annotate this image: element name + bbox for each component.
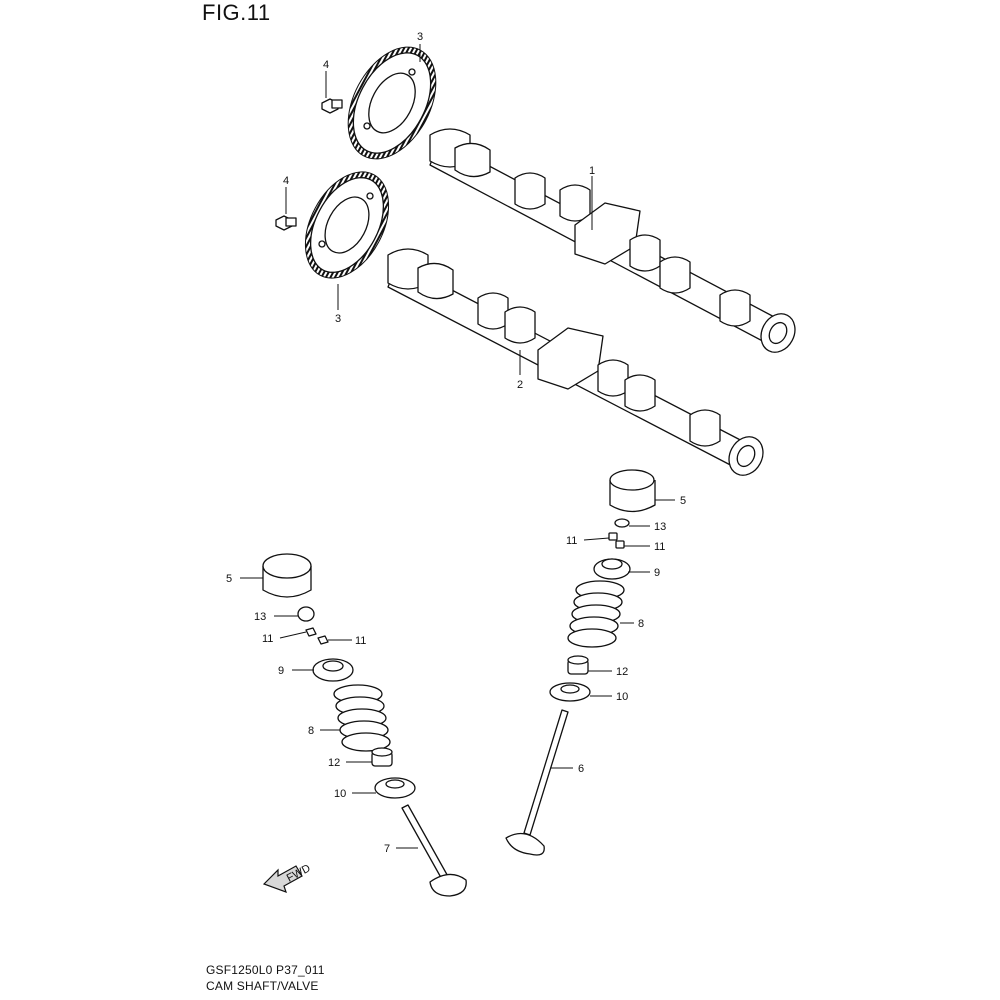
callout-1: 1 <box>589 165 595 177</box>
callout-13: 13 <box>654 521 666 533</box>
figure-name: CAM SHAFT/VALVE <box>206 979 319 993</box>
callout-3: 3 <box>335 313 341 325</box>
retainer-right <box>593 558 631 580</box>
callouts: 1 2 3 3 4 4 5 5 6 7 8 8 9 9 10 10 11 11 … <box>226 31 686 855</box>
tappet-left <box>262 553 312 598</box>
callout-11: 11 <box>654 541 665 553</box>
callout-13: 13 <box>254 611 266 623</box>
sprocket-bolt-lower <box>275 215 297 231</box>
callout-8: 8 <box>308 725 314 737</box>
cam-sprocket-lower <box>304 171 390 279</box>
callout-9: 9 <box>278 665 284 677</box>
figure-title: FIG.11 <box>202 0 271 25</box>
stem-seal-right <box>567 655 589 675</box>
callout-2: 2 <box>517 379 523 391</box>
shim-right <box>614 518 630 528</box>
leader-lines <box>240 44 675 849</box>
spring-seat-left <box>374 777 416 799</box>
callout-10: 10 <box>616 691 628 703</box>
callout-4: 4 <box>283 175 289 187</box>
callout-9: 9 <box>654 567 660 579</box>
valve-right <box>505 709 569 856</box>
fwd-label: FWD <box>285 862 313 884</box>
callout-5: 5 <box>680 495 686 507</box>
sprocket-bolt-upper <box>321 98 343 114</box>
callout-6: 6 <box>578 763 584 775</box>
fwd-arrow-icon: FWD <box>262 862 313 893</box>
callout-11: 11 <box>262 633 273 645</box>
cotters-right <box>608 532 625 549</box>
callout-10: 10 <box>334 788 346 800</box>
spring-right <box>567 580 625 648</box>
callout-3: 3 <box>417 31 423 43</box>
spring-left <box>333 684 391 752</box>
stem-seal-left <box>371 747 393 767</box>
callout-4: 4 <box>323 59 329 71</box>
callout-11: 11 <box>355 635 366 647</box>
camshaft-lower <box>387 248 764 476</box>
spring-seat-right <box>549 682 591 702</box>
callout-7: 7 <box>384 843 390 855</box>
callout-12: 12 <box>616 666 628 678</box>
retainer-left <box>312 658 354 682</box>
shim-left <box>297 606 315 622</box>
tappet-right <box>609 469 656 513</box>
callout-12: 12 <box>328 757 340 769</box>
callout-11: 11 <box>566 535 577 547</box>
callout-5: 5 <box>226 573 232 585</box>
valve-left <box>401 804 467 897</box>
callout-8: 8 <box>638 618 644 630</box>
camshaft-upper <box>429 128 796 353</box>
cotters-left <box>305 627 329 645</box>
cam-sprocket-upper <box>347 46 437 160</box>
figure-code: GSF1250L0 P37_011 <box>206 963 325 977</box>
